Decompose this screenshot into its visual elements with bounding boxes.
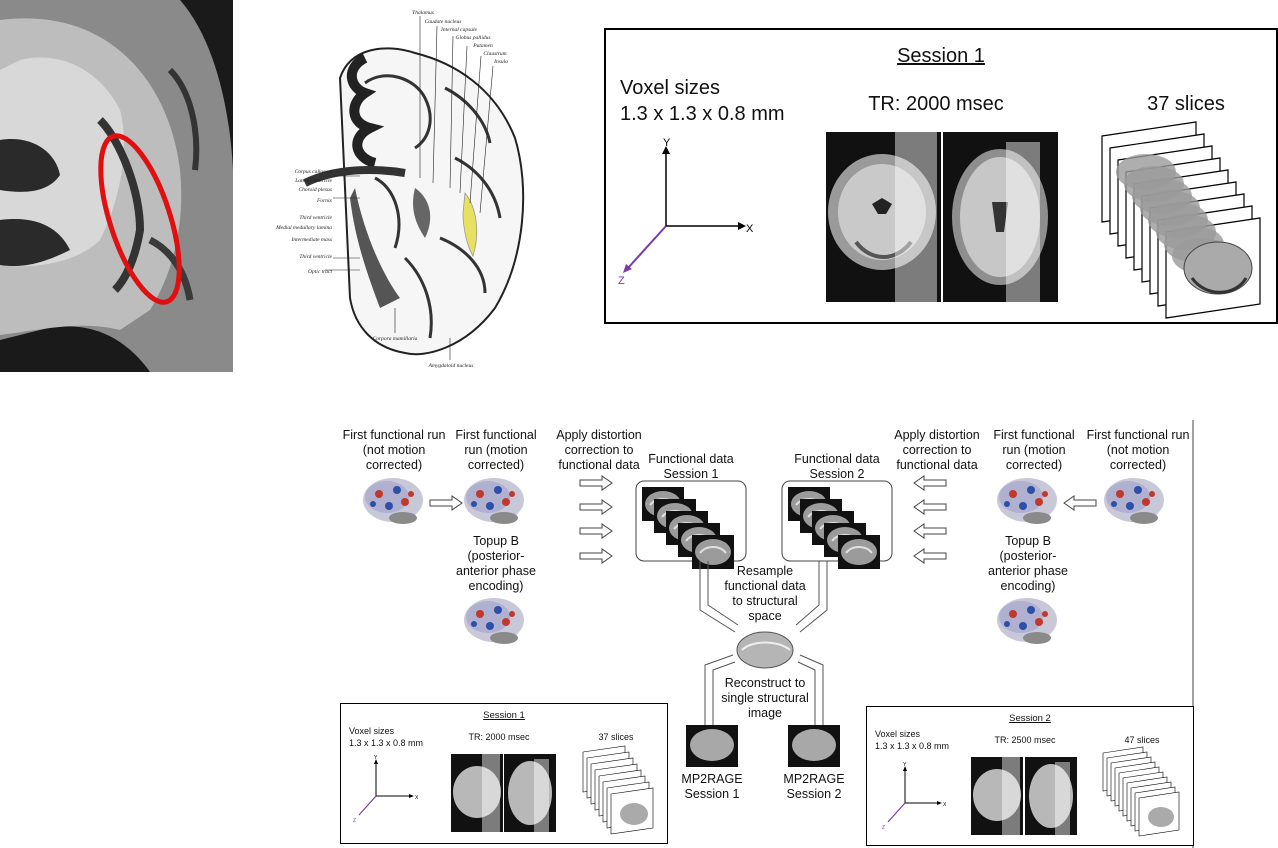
voxel-sizes-label: Voxel sizes: [620, 77, 721, 99]
slices-label: 37 slices: [1147, 93, 1225, 115]
small-s2-slices: 47 slices: [1124, 735, 1160, 745]
session-title: Session 1: [897, 45, 985, 67]
axes-diagram: Y X Z: [618, 137, 754, 287]
small-s1-voxel-label: Voxel sizes: [349, 726, 395, 736]
coronal-mri-image: [0, 0, 233, 372]
session1-panel-large: Session 1 Voxel sizes 1.3 x 1.3 x 0.8 mm…: [604, 28, 1278, 324]
small-s1-slices: 37 slices: [598, 732, 634, 742]
highlight-ellipse: [98, 133, 182, 305]
anat-label-insula: Insula: [493, 59, 508, 65]
small-s1-axis-x: X: [415, 795, 419, 801]
small-s2-axis-z: Z: [882, 825, 885, 831]
axis-y-label: Y: [663, 137, 671, 149]
session1-panel-small: Session 1 Voxel sizes 1.3 x 1.3 x 0.8 mm…: [340, 703, 668, 844]
small-s2-axis-y: Y: [903, 762, 907, 768]
small-s1-title: Session 1: [483, 710, 525, 721]
small-s2-title: Session 2: [1009, 713, 1051, 724]
anat-label-internal-capsule: Internal capsule: [440, 27, 477, 33]
small-s2-voxel-value: 1.3 x 1.3 x 0.8 mm: [875, 741, 950, 751]
small-s2-axis-x: X: [943, 802, 947, 808]
small-s1-axis-z: Z: [353, 818, 356, 824]
anat-label-third-ventricle-b: Third ventricle: [299, 254, 332, 260]
anat-label-caudate: Caudate nucleus: [425, 19, 462, 25]
anat-label-third-ventricle-a: Third ventricle: [299, 215, 332, 221]
tr-label: TR: 2000 msec: [868, 93, 1004, 115]
anat-label-optic-tract: Optic tract: [308, 269, 332, 275]
axis-z-label: Z: [618, 275, 625, 287]
putamen-highlight: [462, 191, 478, 257]
voxel-sizes-value: 1.3 x 1.3 x 0.8 mm: [620, 103, 785, 125]
small-s2-tr: TR: 2500 msec: [994, 735, 1056, 745]
small-s1-voxel-value: 1.3 x 1.3 x 0.8 mm: [349, 738, 424, 748]
anat-label-medial-lamina: Medial medullary lamina: [275, 225, 332, 231]
anat-label-amygdaloid: Amygdaloid nucleus: [428, 363, 474, 369]
anat-label-choroid-plexus: Choroid plexus: [298, 187, 332, 193]
anat-label-thalamus: Thalamus: [412, 10, 434, 16]
slice-stack: [1101, 121, 1261, 319]
anat-label-putamen: Putamen: [472, 43, 493, 49]
slice-coverage-images: [826, 132, 1058, 302]
small-s1-tr: TR: 2000 msec: [468, 732, 530, 742]
anat-label-corpora-mamillaria: Corpora mamillaria: [373, 336, 418, 342]
anat-label-claustrum: Claustrum: [483, 51, 506, 57]
anat-label-fornix: Fornix: [316, 198, 333, 204]
small-s2-axes: Y X Z: [882, 746, 1180, 837]
session2-panel-small: Session 2 Voxel sizes 1.3 x 1.3 x 0.8 mm…: [866, 706, 1194, 846]
anat-label-corpus-callosum: Corpus callosum: [295, 169, 332, 175]
small-s1-axes: Y X Z: [353, 745, 654, 835]
small-s1-axis-y: Y: [374, 755, 378, 761]
anatomical-drawing: Thalamus Caudate nucleus Internal capsul…: [275, 10, 525, 369]
anat-label-lateral-ventricle: Lateral ventricle: [294, 178, 332, 184]
axis-x-label: X: [746, 223, 754, 235]
small-s2-voxel-label: Voxel sizes: [875, 729, 921, 739]
anat-label-intermediate-mass: Intermediate mass: [291, 237, 332, 243]
anat-label-globus-pallidus: Globus pallidus: [456, 35, 491, 41]
